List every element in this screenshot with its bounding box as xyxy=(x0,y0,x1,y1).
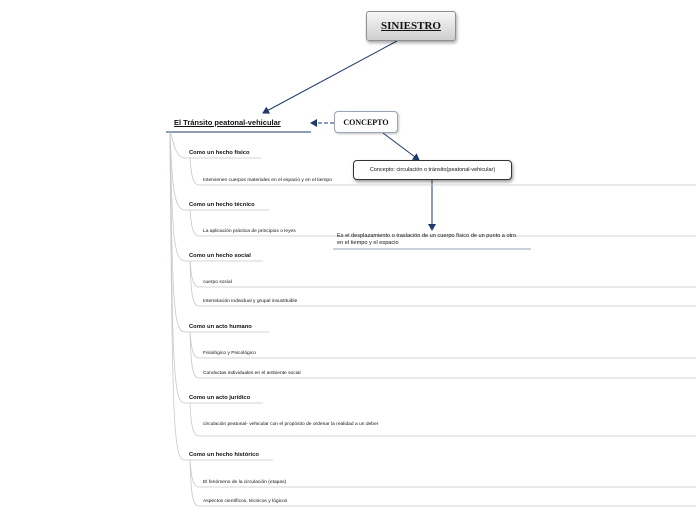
concept-definition-node[interactable]: Concepto: circulación o tránsito(peatona… xyxy=(353,160,512,180)
branch-connector xyxy=(169,131,186,159)
root-node-label: SINIESTRO xyxy=(381,20,441,32)
leaf-connector xyxy=(189,157,200,186)
leaf-connector xyxy=(189,331,200,379)
connector-root-to-topic xyxy=(262,40,398,114)
leaf-node[interactable]: circulación peatonal- vehicular con el p… xyxy=(203,422,399,428)
leaf-label: Fisiológico y Psicológico xyxy=(203,351,257,356)
leaf-node[interactable]: Conductas individuales en el ambiente so… xyxy=(203,371,301,377)
category-node[interactable]: Como un acto humano xyxy=(189,324,252,330)
branch-connector xyxy=(169,131,186,262)
root-node-siniestro[interactable]: SINIESTRO xyxy=(366,11,456,41)
leaf-node[interactable]: cuerpo social xyxy=(203,280,232,286)
concept-definition-label: Concepto: circulación o tránsito(peatona… xyxy=(369,167,496,173)
category-label: Como un hecho histórico xyxy=(189,452,259,458)
branch-connector xyxy=(169,131,186,211)
main-topic-label: El Tránsito peatonal-vehicular xyxy=(174,118,281,127)
category-node[interactable]: Como un acto jurídico xyxy=(189,395,250,401)
concept-description-node[interactable]: Es el desplazamiento o traslación de un … xyxy=(337,233,522,247)
leaf-connector xyxy=(189,402,200,437)
leaf-connector xyxy=(189,209,200,237)
leaf-node[interactable]: La aplicación práctica de principios o l… xyxy=(203,229,296,235)
leaf-node[interactable]: El fenómeno de la circulación (etapas) xyxy=(203,480,286,486)
leaf-label: El fenómeno de la circulación (etapas) xyxy=(203,480,287,485)
category-node[interactable]: Como un hecho social xyxy=(189,253,251,259)
leaf-node[interactable]: Fisiológico y Psicológico xyxy=(203,351,256,357)
leaf-label: Interrelación individual y grupal insust… xyxy=(203,299,298,304)
leaf-label: Aspectos científicos, técnicos y lógicos xyxy=(203,499,288,504)
leaf-node[interactable]: Aspectos científicos, técnicos y lógicos xyxy=(203,499,287,505)
leaf-label: Conductas individuales en el ambiente so… xyxy=(203,371,301,376)
connector-concept-to-definition xyxy=(382,132,420,161)
main-topic-node[interactable]: El Tránsito peatonal-vehicular xyxy=(174,118,281,127)
leaf-node[interactable]: Intervienen cuerpos materiales en el esp… xyxy=(203,178,332,184)
category-label: Como un acto humano xyxy=(189,324,252,330)
leaf-connector xyxy=(189,459,200,507)
concept-node[interactable]: CONCEPTO xyxy=(334,111,398,133)
category-node[interactable]: Como un hecho histórico xyxy=(189,452,259,458)
leaf-node[interactable]: Interrelación individual y grupal insust… xyxy=(203,299,297,305)
concept-description-label: Es el desplazamiento o traslación de un … xyxy=(337,233,517,246)
category-label: Como un hecho técnico xyxy=(189,202,255,208)
category-node[interactable]: Como un hecho físico xyxy=(189,150,250,156)
category-label: Como un hecho físico xyxy=(189,150,250,156)
concept-node-label: CONCEPTO xyxy=(343,117,389,127)
leaf-connector xyxy=(189,260,200,307)
branch-connector xyxy=(169,131,186,461)
category-label: Como un acto jurídico xyxy=(189,395,251,401)
leaf-label: circulación peatonal- vehicular con el p… xyxy=(203,422,379,427)
leaf-label: cuerpo social xyxy=(203,280,232,285)
category-node[interactable]: Como un hecho técnico xyxy=(189,202,255,208)
category-label: Como un hecho social xyxy=(189,253,251,259)
leaf-label: La aplicación práctica de principios o l… xyxy=(203,229,296,234)
leaf-label: Intervienen cuerpos materiales en el esp… xyxy=(203,178,332,183)
